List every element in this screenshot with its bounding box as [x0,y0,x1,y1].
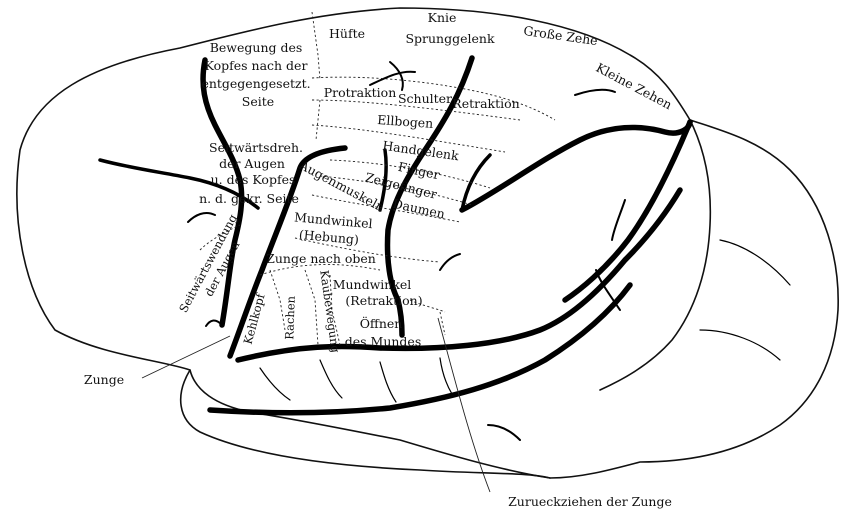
spur-5 [612,200,625,240]
label-mundwinkel-retraktion: Mundwinkel (Retraktion) [333,277,423,308]
spur-6 [440,254,460,270]
label-bewegung-kopfes: Bewegung des Kopfes nach der entgegenges… [201,40,314,109]
cerebellum-fold-2 [320,360,342,398]
region-border-15 [440,312,445,335]
zunge-leader-line [142,336,230,378]
cerebellum-fold-1 [260,368,290,400]
label-kleine-zehen: Kleine Zehen [594,60,675,113]
region-border-11 [316,100,320,140]
spur-9 [488,425,520,440]
label-seitwaertsdrehung: Seitwärtsdreh. der Augen u. des Kopfes n… [199,140,307,206]
label-seitwaertswendung: Seitwärtswendung der Augen [176,209,255,322]
label-rachen: Rachen [282,295,298,340]
label-huefte: Hüfte [329,26,365,41]
region-border-10 [312,12,320,80]
region-border-13 [305,270,318,345]
label-schulter: Schulter [398,91,452,106]
label-retraktion: Retraktion [452,96,519,111]
label-zunge: Zunge [84,372,124,387]
lunate-sulcus [565,122,690,300]
spur-3 [575,90,615,95]
cerebrum-outline [17,8,838,478]
label-daumen: Daumen [392,196,447,222]
temporal-fold-2 [700,330,780,360]
label-protraktion: Protraktion [324,85,397,100]
label-oeffnen-mundes: Öffnen des Mundes [345,315,422,349]
cerebellum-fold-3 [380,362,396,402]
temporal-fold-1 [720,240,790,285]
label-mundwinkel-hebung: Mundwinkel (Hebung) [292,209,377,248]
label-zunge-nach-oben: Zunge nach oben [266,251,376,266]
cerebellum-outline [181,370,550,478]
label-ellbogen: Ellbogen [377,112,434,131]
spur-7 [188,213,215,222]
label-zurueckziehen-zunge: Zurueckziehen der Zunge [508,494,672,509]
label-knie-sprunggelenk: Knie Sprunggelenk [405,10,494,46]
